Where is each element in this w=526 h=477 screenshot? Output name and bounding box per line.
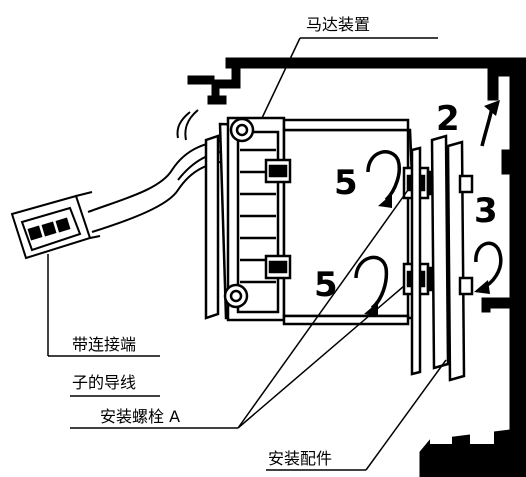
bolt-label: 安装螺栓 A [100,407,180,426]
leader-lines [47,37,447,471]
step-5-upper-number: 5 [334,163,358,203]
lower-rotate-arrow-icon [354,255,389,310]
right-rotate-arrow-icon [474,241,503,290]
bracket-label: 安装配件 [268,449,332,468]
up-arrow-icon [480,107,494,147]
wire-connector [10,191,101,260]
motor-unit-label: 马达装置 [306,15,370,34]
mounting-bracket [410,134,474,382]
upper-rotate-arrow-icon [366,150,401,202]
frame-profile [187,57,526,477]
wire-label-line2: 子的导线 [72,373,136,392]
wire-label-line1: 带连接端 [72,335,136,354]
step-3-number: 3 [474,191,498,231]
step-5-lower-number: 5 [314,265,338,305]
rotation-arrows [354,100,503,316]
step-2-number: 2 [436,99,460,139]
